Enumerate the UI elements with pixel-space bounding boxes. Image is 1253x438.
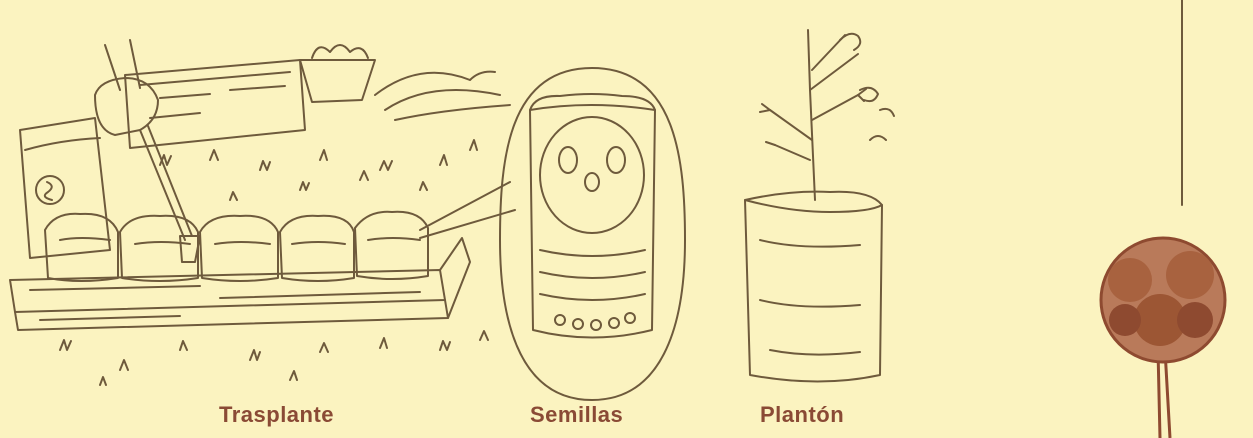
caption-semillas: Semillas [530,402,623,428]
sapling-illustration [745,30,894,382]
grown-tree-illustration [1101,238,1225,438]
seed-bag-closeup-illustration [500,68,685,400]
nursery-bed-illustration [10,40,515,385]
caption-planton: Plantón [760,402,844,428]
caption-trasplante: Trasplante [219,402,334,428]
